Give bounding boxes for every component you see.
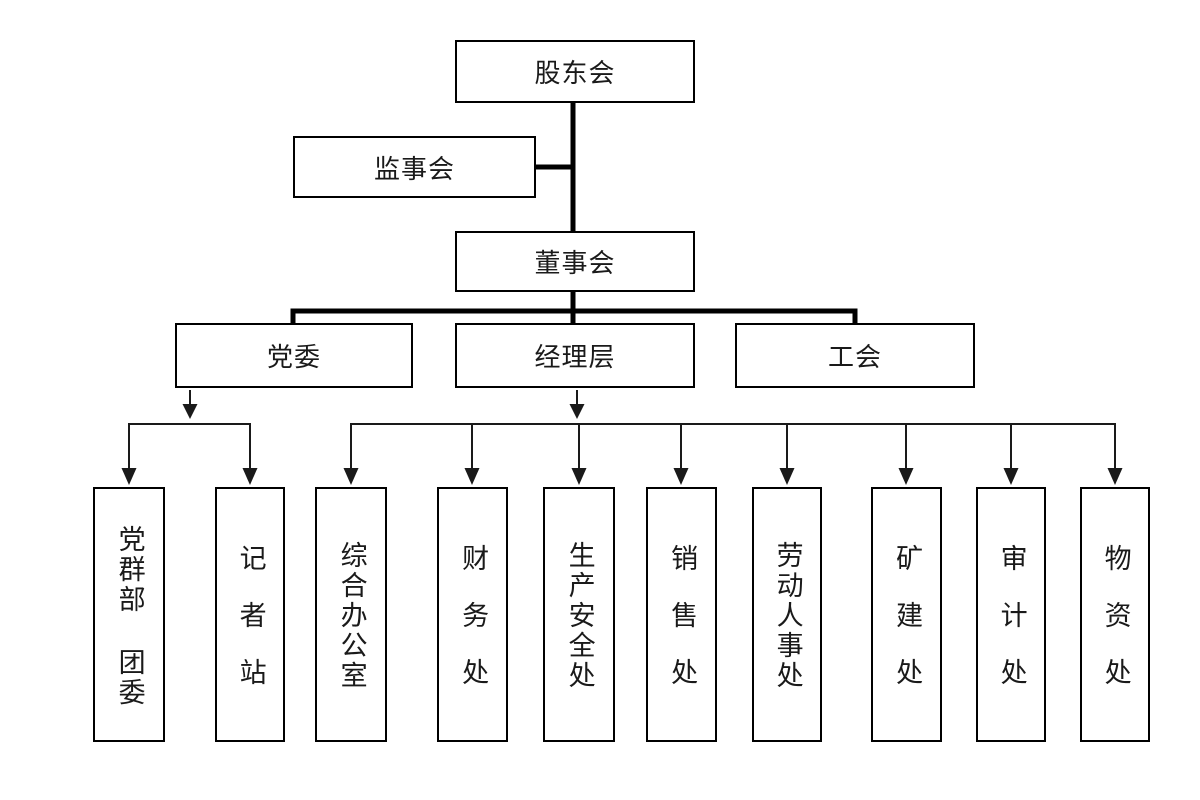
node-label: 党委 bbox=[266, 342, 321, 372]
node-shareholders: 股东会 bbox=[455, 40, 695, 103]
main-spine bbox=[290, 101, 858, 323]
node-dept-general-office: 综合办公室 bbox=[315, 487, 387, 742]
node-label: 工会 bbox=[827, 342, 882, 372]
connector-management-branch bbox=[343, 390, 1123, 485]
connector-party-branch bbox=[121, 390, 258, 485]
node-dept-sales: 销售处 bbox=[646, 487, 717, 742]
node-dept-mine-construction: 矿建处 bbox=[871, 487, 942, 742]
node-dept-materials: 物资处 bbox=[1080, 487, 1150, 742]
node-directors: 董事会 bbox=[455, 231, 695, 292]
node-label: 矿建处 bbox=[892, 544, 923, 715]
node-dept-finance: 财务处 bbox=[437, 487, 508, 742]
node-label: 财务处 bbox=[458, 544, 489, 715]
node-dept-production-safety: 生产安全处 bbox=[543, 487, 615, 742]
node-label: 物资处 bbox=[1100, 544, 1131, 715]
node-supervisors: 监事会 bbox=[293, 136, 536, 198]
node-party-committee: 党委 bbox=[175, 323, 413, 388]
node-labor-union: 工会 bbox=[735, 323, 975, 388]
node-management: 经理层 bbox=[455, 323, 695, 388]
node-label: 劳动人事处 bbox=[772, 541, 803, 691]
node-label: 综合办公室 bbox=[336, 541, 367, 691]
node-label: 董事会 bbox=[534, 248, 616, 278]
node-label: 股东会 bbox=[534, 58, 616, 88]
node-dept-reporter-station: 记者站 bbox=[215, 487, 285, 742]
node-label: 监事会 bbox=[373, 153, 455, 184]
node-label: 审计处 bbox=[996, 544, 1027, 715]
node-dept-party-mass-youth: 党群部 团委 bbox=[93, 487, 165, 742]
node-label: 记者站 bbox=[235, 544, 266, 715]
node-label: 党群部 团委 bbox=[114, 524, 145, 708]
node-label: 生产安全处 bbox=[564, 541, 595, 691]
node-label: 经理层 bbox=[534, 342, 616, 372]
node-dept-audit: 审计处 bbox=[976, 487, 1046, 742]
node-dept-labor-personnel: 劳动人事处 bbox=[752, 487, 822, 742]
node-label: 销售处 bbox=[667, 544, 698, 715]
